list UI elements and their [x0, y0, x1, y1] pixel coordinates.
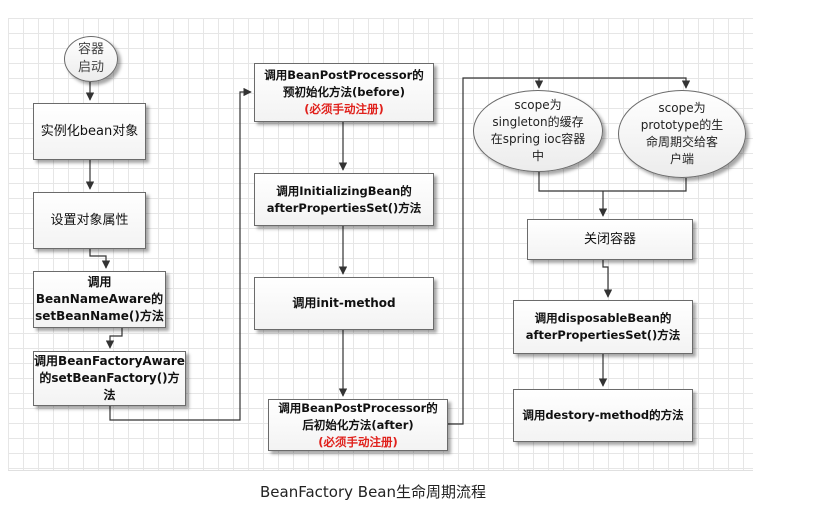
factoryaware-line-3: 法 — [103, 388, 116, 402]
nameaware-line-3: setBeanName()方法 — [35, 309, 164, 323]
diagram-caption: BeanFactory Bean生命周期流程 — [260, 483, 486, 501]
arrow-setprops-to-namaware — [89, 249, 111, 269]
bpp-after-line-1: 调用BeanPostProcessor的 — [278, 400, 438, 415]
singleton-line-1: scope为 — [514, 98, 562, 112]
merge-prototype — [603, 178, 687, 192]
singleton-line-4: 中 — [531, 149, 544, 163]
start-container-node: 容器 启动 — [64, 36, 118, 82]
initializing-line-2: afterPropertiesSet()方法 — [266, 200, 422, 215]
prototype-scope-ellipse: scope为 prototype的生 命周期交给客 户端 — [618, 90, 746, 178]
bpp-after-note: (必须手动注册) — [318, 434, 398, 449]
initializing-bean-node: 调用InitializingBean的 afterPropertiesSet()… — [254, 173, 434, 226]
nameaware-line-2: BeanNameAware的 — [35, 292, 164, 306]
bean-factory-aware-node: 调用BeanFactoryAware 的setBeanFactory()方 法 — [33, 351, 186, 406]
arrow-close-to-disposable — [602, 260, 613, 298]
set-properties-node: 设置对象属性 — [33, 192, 146, 249]
instantiate-line-1: 实例化bean对象 — [40, 124, 139, 139]
prototype-line-3: 命周期交给客 — [645, 135, 718, 149]
start-line-1: 容器 — [77, 42, 104, 57]
singleton-scope-ellipse: scope为 singleton的缓存 在spring ioc容器 中 — [473, 90, 603, 172]
bpp-before-node: 调用BeanPostProcessor的 预初始化方法(before) (必须手… — [254, 63, 434, 122]
disposable-bean-node: 调用disposableBean的 afterPropertiesSet()方法 — [513, 300, 693, 354]
initializing-line-1: 调用InitializingBean的 — [276, 183, 412, 198]
prototype-line-1: scope为 — [658, 101, 706, 115]
disposable-line-2: afterPropertiesSet()方法 — [525, 328, 681, 342]
set-props-line-1: 设置对象属性 — [50, 213, 129, 228]
prototype-line-4: 户端 — [669, 152, 694, 166]
branch-to-prototype — [539, 77, 691, 89]
disposable-line-1: 调用disposableBean的 — [534, 311, 672, 325]
close-container-node: 关闭容器 — [527, 219, 693, 260]
arrow-nameaware-to-factoryaware — [105, 328, 123, 349]
start-line-2: 启动 — [77, 60, 104, 75]
singleton-line-3: 在spring ioc容器 — [490, 132, 586, 146]
arrow-factoryaware-to-bppbefore — [109, 87, 252, 421]
instantiate-bean-node: 实例化bean对象 — [33, 103, 146, 160]
init-method-node: 调用init-method — [254, 277, 434, 330]
merge-singleton — [538, 172, 603, 192]
bpp-after-node: 调用BeanPostProcessor的 后初始化方法(after) (必须手动… — [268, 399, 448, 451]
bpp-before-line-2: 预初始化方法(before) — [283, 85, 405, 99]
nameaware-line-1: 调用 — [87, 275, 112, 289]
arrow-bppafter-to-scopes — [448, 77, 544, 425]
bpp-before-line-1: 调用BeanPostProcessor的 — [264, 68, 424, 82]
destroy-method-node: 调用destory-method的方法 — [513, 389, 693, 442]
singleton-line-2: singleton的缓存 — [492, 115, 584, 129]
bpp-before-note: (必须手动注册) — [304, 102, 384, 116]
close-line-1: 关闭容器 — [583, 232, 636, 247]
factoryaware-line-1: 调用BeanFactoryAware — [34, 354, 185, 368]
factoryaware-line-2: 的setBeanFactory()方 — [39, 371, 180, 385]
destroy-line-1: 调用destory-method的方法 — [522, 408, 684, 422]
init-method-line-1: 调用init-method — [292, 296, 396, 310]
bean-name-aware-node: 调用 BeanNameAware的 setBeanName()方法 — [33, 271, 166, 328]
prototype-line-2: prototype的生 — [640, 118, 724, 132]
bpp-after-line-2: 后初始化方法(after) — [302, 417, 414, 432]
